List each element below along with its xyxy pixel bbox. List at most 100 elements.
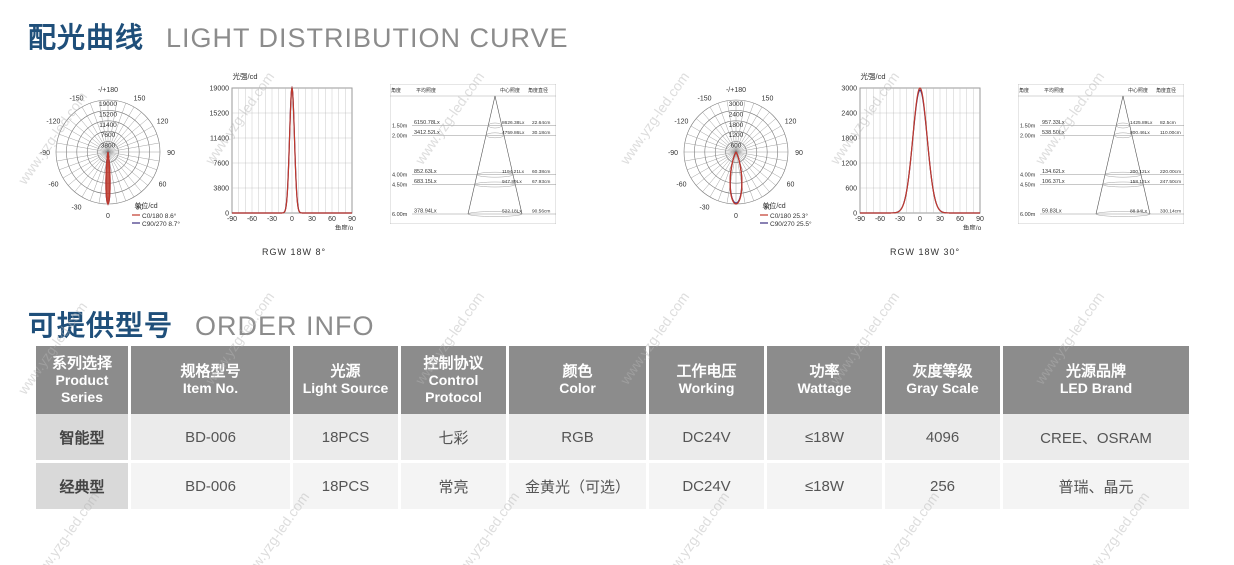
table-cell: 普瑞、晶元: [1003, 463, 1189, 512]
table-cell: 18PCS: [293, 414, 398, 463]
polar-angle-label: 90: [795, 150, 803, 157]
cone-frame: [1018, 84, 1184, 224]
cone-header: 中心照度: [1128, 87, 1148, 94]
cone-diameter: 330.14cm: [1160, 209, 1181, 215]
polar-angle-label: 150: [134, 95, 146, 102]
cone-avg-lux: 538.50Lx: [1042, 130, 1065, 136]
cone-header: 平均照度: [416, 87, 436, 94]
cone-center-lux: 8626.38Lx: [502, 120, 525, 126]
polar-spoke: [735, 103, 754, 153]
cone-header: 中心照度: [500, 87, 520, 94]
cone-avg-lux: 957.33Lx: [1042, 120, 1065, 126]
polar-angle-label: 120: [785, 119, 797, 126]
polar-spoke: [684, 142, 737, 153]
chart-xtick-label: 30: [936, 216, 944, 223]
cone-avg-lux: 6150.78Lx: [414, 120, 440, 126]
polar-angle-label: -30: [699, 205, 709, 212]
chart-xtick-label: -90: [855, 216, 865, 223]
polar-angle-label: -90: [668, 150, 678, 157]
cone-avg-lux: 852.63Lx: [414, 169, 437, 175]
chart-xtick-label: 60: [328, 216, 336, 223]
polar-spoke: [90, 103, 109, 153]
polar-spoke: [107, 151, 154, 179]
table-cell: DC24V: [649, 414, 764, 463]
table-cell-series: 智能型: [36, 414, 128, 463]
polar-spoke: [696, 151, 737, 186]
chart-xtick-label: 0: [918, 216, 922, 223]
chart-caption: RGW 18W 30°: [890, 247, 961, 257]
chart-xtick-label: -30: [267, 216, 277, 223]
title-en: LIGHT DISTRIBUTION CURVE: [166, 23, 569, 53]
chart-ytick-label: 19000: [210, 86, 230, 93]
polar-spoke: [107, 151, 160, 162]
polar-spoke: [735, 151, 763, 198]
cone-avg-lux: 683.15Lx: [414, 179, 437, 185]
cone-distance: 2.00m: [392, 133, 408, 139]
cone-frame: [390, 84, 556, 224]
chart-xtick-label: -30: [895, 216, 905, 223]
table-cell: 18PCS: [293, 463, 398, 512]
cone-header: 角度直径: [1156, 87, 1176, 94]
cone-diameter: 67.93cm: [532, 179, 550, 185]
table-cell: CREE、OSRAM: [1003, 414, 1189, 463]
cone-distance: 2.00m: [1020, 133, 1036, 139]
polar-spoke: [718, 103, 737, 153]
polar-spoke: [690, 125, 737, 153]
section-title-order-info: 可提供型号 ORDER INFO: [28, 304, 375, 344]
cone-diameter: 22.64cm: [532, 120, 550, 126]
polar-spoke: [107, 112, 142, 153]
polar-spoke: [68, 118, 109, 153]
cone-distance: 4.00m: [1020, 173, 1036, 179]
cone-center-lux: 800.46Lx: [1130, 130, 1150, 136]
table-cell: 常亮: [401, 463, 506, 512]
polar-spoke: [735, 118, 776, 153]
cone-distance: 4.50m: [1020, 183, 1036, 189]
chart-xtick-label: 30: [308, 216, 316, 223]
table-row: 智能型 BD-006 18PCS 七彩 RGB DC24V ≤18W 4096 …: [36, 414, 1189, 463]
chart-xtick-label: -60: [875, 216, 885, 223]
polar-radial-label: 3800: [101, 143, 116, 150]
polar-spoke: [726, 151, 737, 204]
cone-avg-lux: 378.94Lx: [414, 209, 437, 215]
polar-spoke: [62, 125, 109, 153]
polar-angle-label: 0: [734, 213, 738, 220]
cone-edge: [467, 95, 496, 215]
polar-angle-label: 0: [106, 213, 110, 220]
cone-center-lux: 200.12Lx: [1130, 169, 1150, 175]
chart-ylabel: 光强/cd: [860, 71, 885, 81]
chart-caption: RGW 18W 8°: [262, 247, 327, 257]
polar-spoke: [107, 151, 135, 198]
cone-header: 平均照度: [1044, 87, 1064, 94]
chart-xlabel: 角度/o: [335, 223, 354, 230]
chart-xtick-label: -60: [247, 216, 257, 223]
polar-spoke: [735, 151, 785, 170]
cone-center-lux: 4759.86Lx: [502, 130, 525, 136]
chart-ytick-label: 1200: [841, 161, 857, 168]
table-cell: 金黄光（可选）: [509, 463, 646, 512]
polar-angle-label: 30: [136, 205, 144, 212]
polar-spoke: [62, 151, 109, 179]
polar-spoke: [107, 106, 135, 153]
polar-spoke: [690, 151, 737, 179]
table-cell: 4096: [885, 414, 1000, 463]
curve-c0: [729, 151, 743, 205]
polar-angle-label: -150: [69, 95, 83, 102]
polar-spoke: [56, 151, 109, 162]
cone-center-lux: 947.89Lx: [502, 179, 522, 185]
table-cell: ≤18W: [767, 463, 882, 512]
polar-spoke: [74, 151, 109, 192]
cone-avg-lux: 106.37Lx: [1042, 179, 1065, 185]
section-title-light-distribution: 配光曲线 LIGHT DISTRIBUTION CURVE: [28, 16, 569, 56]
chart-ytick-label: 0: [225, 211, 229, 218]
polar-spoke: [107, 118, 148, 153]
polar-angle-label: 30: [764, 205, 772, 212]
polar-spoke: [696, 118, 737, 153]
polar-spoke: [59, 151, 109, 170]
polar-spoke: [107, 151, 157, 170]
